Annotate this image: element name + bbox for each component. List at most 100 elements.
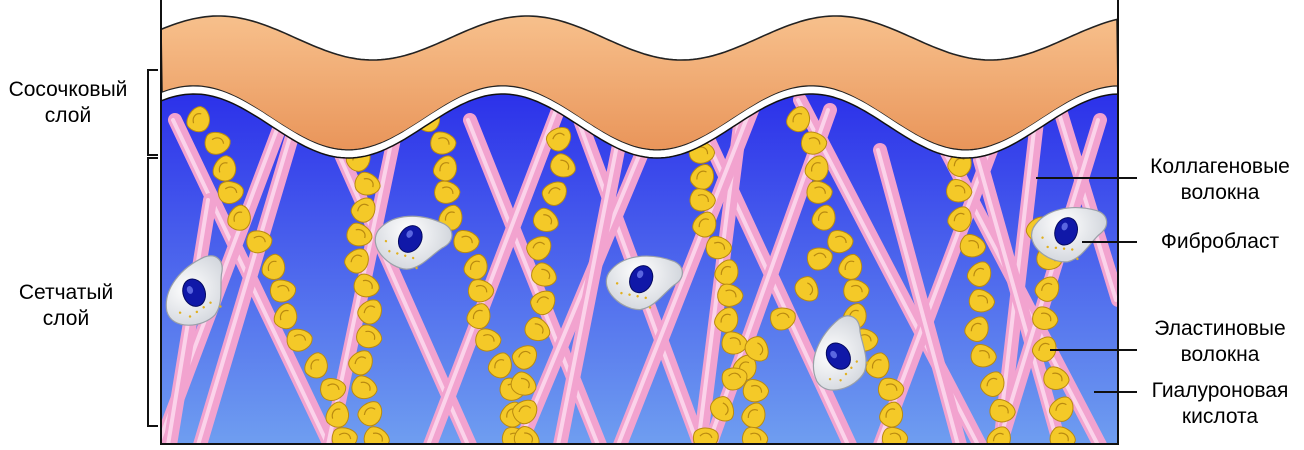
elastin-segment [1034, 276, 1060, 302]
elastin-segment [843, 279, 870, 303]
elastin-segment [270, 279, 297, 303]
papillary-layer-label: Сосочковый слой [0, 77, 138, 129]
elastin-segment [357, 401, 383, 427]
elastin-segment [980, 371, 1005, 397]
elastin-segment [964, 316, 989, 342]
collagen-fiber [193, 103, 307, 445]
elastin-segment [689, 164, 714, 190]
elastin-segment [212, 155, 237, 182]
hyaluronic-label-line1: Гиалуроновая [1151, 379, 1289, 402]
fibroblast-group [165, 207, 1108, 391]
elastin-segment [430, 131, 457, 155]
elastin-segment [550, 153, 576, 178]
elastin-segment [350, 197, 376, 223]
elastin-label-line2: волокна [1180, 343, 1260, 366]
fibroblast-label: Фибробласт [1136, 229, 1304, 255]
elastin-segment [786, 106, 811, 133]
elastin-segment [354, 171, 381, 196]
elastin-segment [800, 131, 828, 155]
elastin-segment [966, 261, 992, 287]
collagen-label-line1: Коллагеновые [1150, 155, 1290, 178]
elastin-segment [865, 352, 890, 379]
elastin-segment [357, 299, 382, 325]
elastin-segment [546, 127, 572, 152]
basement-membrane [161, 86, 1118, 158]
fibroblast-cell [812, 315, 869, 391]
elastin-segment [453, 230, 480, 254]
elastin-segment [353, 273, 380, 298]
elastin-segment [811, 204, 836, 231]
elastin-segment [346, 222, 373, 247]
elastin-segment [463, 254, 488, 280]
elastin-segment [541, 181, 567, 206]
elastin-segment [689, 188, 716, 212]
fibroblast-cell [165, 255, 223, 326]
elastin-fiber [935, 96, 1016, 445]
hyaluronic-acid-label: Гиалуроновая кислота [1136, 378, 1304, 430]
elastin-segment [217, 181, 244, 204]
elastin-fibers-label: Эластиновые волокна [1136, 316, 1304, 368]
elastin-segment [692, 211, 717, 238]
reticular-label-line1: Сетчатый [18, 281, 114, 304]
elastin-segment [344, 248, 369, 274]
elastin-segment [526, 236, 552, 261]
elastin-label-line1: Эластиновые [1154, 317, 1286, 340]
elastin-segment [947, 206, 972, 232]
fibroblast-label-text: Фибробласт [1160, 230, 1280, 253]
elastin-segment [742, 379, 770, 403]
elastin-segment [721, 331, 748, 355]
reticular-bracket [147, 157, 158, 427]
elastin-segment [530, 290, 556, 316]
elastin-segment [532, 207, 559, 232]
elastin-fiber [786, 106, 909, 445]
basement-membrane-edge [161, 93, 1118, 159]
elastin-segment [434, 180, 461, 204]
elastin-fiber [344, 146, 390, 445]
elastin-segment [806, 247, 833, 271]
elastin-segment [325, 401, 349, 428]
elastin-segment [286, 328, 313, 352]
collagen-fiber [873, 143, 967, 445]
elastin-segment [273, 303, 298, 330]
collagen-fiber [613, 83, 767, 445]
elastin-segment [877, 377, 905, 401]
elastin-segment [959, 234, 987, 258]
collagen-fiber [973, 153, 1067, 445]
elastin-segment [204, 131, 231, 155]
elastin-segment [710, 396, 735, 422]
elastin-fiber [510, 127, 576, 445]
elastin-segment [838, 254, 863, 280]
elastin-segment [970, 344, 997, 368]
elastin-segment [717, 283, 744, 307]
elastin-segment [351, 375, 378, 400]
elastin-segment [467, 279, 495, 303]
elastin-segment [968, 289, 996, 313]
elastin-segment [692, 427, 719, 445]
elastin-segment [794, 276, 819, 302]
epidermis-layer [161, 15, 1118, 151]
elastin-segment [186, 106, 210, 133]
elastin-segment [986, 426, 1011, 445]
elastin-segment [989, 399, 1016, 423]
elastin-segment [1048, 396, 1074, 422]
elastin-segment [721, 367, 748, 391]
elastin-segment [770, 307, 796, 331]
papillary-bracket [147, 69, 158, 156]
hyaluronic-label-line2: кислота [1181, 405, 1259, 428]
reticular-label-line2: слой [42, 307, 90, 330]
elastin-segment [227, 204, 251, 231]
collagen-fiber [423, 98, 567, 445]
reticular-layer-label: Сетчатый слой [0, 280, 136, 332]
elastin-segment [806, 180, 833, 204]
elastin-segment [261, 253, 286, 281]
elastin-segment [511, 345, 537, 370]
elastin-segment [304, 352, 328, 379]
elastin-segment [1031, 336, 1057, 362]
elastin-segment [246, 230, 273, 254]
collagen-fiber [1053, 103, 1118, 307]
collagen-fiber [553, 133, 627, 445]
elastin-segment [524, 316, 551, 342]
elastin-segment [1032, 306, 1059, 330]
elastin-segment [466, 303, 491, 329]
fibroblast-cell [374, 215, 453, 270]
